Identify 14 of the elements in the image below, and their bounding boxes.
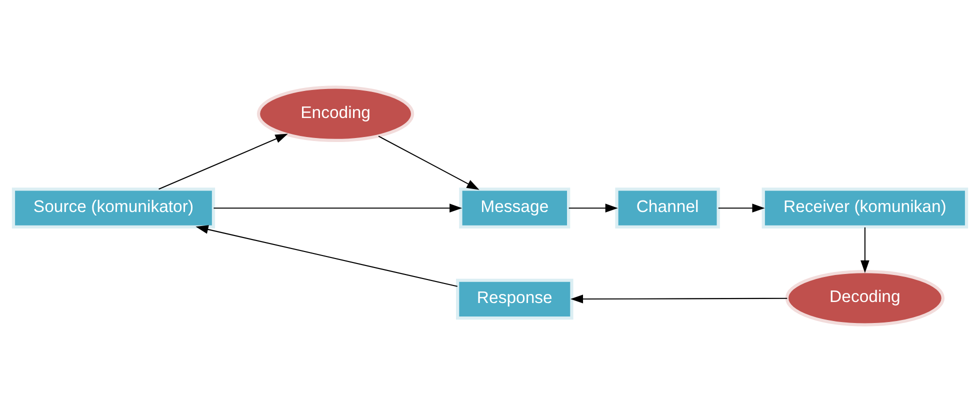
arrow — [570, 294, 787, 304]
node-box: Message — [458, 188, 570, 228]
node-box: Source (komunikator) — [11, 188, 215, 228]
node-box: Receiver (komunikan) — [761, 188, 968, 228]
node-ellipse: Decoding — [784, 270, 944, 326]
arrow — [213, 204, 462, 212]
arrow — [860, 227, 869, 273]
arrow — [378, 136, 479, 190]
arrow — [718, 204, 764, 212]
arrow — [158, 134, 288, 190]
arrow — [568, 204, 618, 212]
node-box: Channel — [614, 188, 720, 228]
arrow — [195, 225, 457, 287]
node-box: Response — [456, 278, 573, 320]
